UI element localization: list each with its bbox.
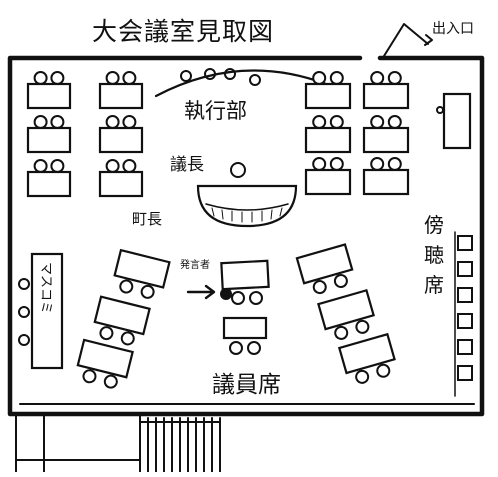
- mayor-label: 町長: [132, 210, 162, 228]
- member-chair: [355, 319, 370, 334]
- seat-desk: [304, 82, 352, 110]
- seat-chair: [105, 115, 120, 129]
- spectator-seat: [457, 287, 473, 303]
- seat-chair: [329, 115, 344, 129]
- seat-desk: [362, 82, 410, 110]
- seat-chair: [370, 115, 385, 129]
- member-desk: [93, 295, 151, 336]
- seat-chair: [33, 71, 48, 85]
- seat-desk: [98, 82, 144, 110]
- front-desk-chairs: [229, 341, 261, 355]
- spectator-seat: [457, 235, 473, 251]
- member-chair: [355, 369, 370, 384]
- executive-arc: [154, 69, 328, 98]
- seat-chair: [50, 71, 65, 85]
- side-table: [442, 92, 472, 150]
- seat-desk: [362, 126, 410, 154]
- member-desk: [337, 332, 396, 375]
- member-chair: [140, 284, 155, 299]
- entrance-door-swing: [383, 23, 429, 57]
- right-desk-group-2: [362, 71, 410, 196]
- speaker-desk: [220, 259, 270, 291]
- press-label: マスコミ: [38, 262, 53, 314]
- spectator-seat: [457, 339, 473, 355]
- seat-chair: [329, 157, 344, 171]
- seat-chair: [105, 159, 120, 173]
- member-chair: [120, 331, 135, 346]
- right-desk-group-1: [304, 71, 352, 196]
- seat-chair: [312, 157, 327, 171]
- seat-chair: [387, 71, 402, 85]
- member-chair: [99, 326, 114, 341]
- executive-seats: [180, 68, 261, 86]
- chair-person-label: 議長: [170, 155, 204, 175]
- seat-chair: [33, 115, 48, 129]
- executive-label: 執行部: [184, 99, 247, 123]
- member-chair: [333, 273, 348, 288]
- seat-desk: [98, 126, 144, 154]
- press-chairs: [18, 278, 30, 346]
- seat-chair: [329, 71, 344, 85]
- members-label: 議員席: [212, 372, 281, 398]
- member-desk: [317, 288, 375, 331]
- members-right-group: [295, 243, 396, 384]
- member-chair: [119, 279, 134, 294]
- seat-desk: [304, 126, 352, 154]
- member-chair: [376, 363, 391, 378]
- seat-chair: [50, 159, 65, 173]
- member-chair: [312, 280, 327, 295]
- seat-chair: [122, 115, 137, 129]
- press-table: [30, 252, 64, 370]
- side-table-chair: [436, 106, 444, 114]
- spectator-seat: [457, 365, 473, 381]
- seat-chair: [312, 71, 327, 85]
- member-desk: [76, 338, 134, 379]
- seat-desk: [26, 82, 72, 110]
- left-desk-group-1: [26, 71, 72, 198]
- chair-podium-hatch: [211, 207, 283, 223]
- spectator-seat: [457, 313, 473, 329]
- seat-chair: [387, 115, 402, 129]
- seat-desk: [98, 170, 144, 198]
- spectator-seat: [457, 261, 473, 277]
- seat-chair: [370, 71, 385, 85]
- seat-chair: [122, 71, 137, 85]
- plan-title: 大会議室見取図: [92, 17, 274, 46]
- members-left-group: [76, 248, 171, 389]
- seat-desk: [26, 170, 72, 198]
- seat-desk: [304, 168, 352, 196]
- seat-chair: [33, 159, 48, 173]
- entrance-label: 出入口: [432, 21, 474, 37]
- seat-chair: [50, 115, 65, 129]
- member-desk: [113, 248, 171, 289]
- front-desk: [222, 316, 268, 340]
- seat-chair: [387, 157, 402, 171]
- room-wall: [7, 55, 485, 417]
- seat-desk: [26, 126, 72, 154]
- member-chair: [82, 369, 97, 384]
- seat-desk: [362, 168, 410, 196]
- left-desk-group-2: [98, 71, 144, 198]
- seat-chair: [370, 157, 385, 171]
- seat-chair: [105, 71, 120, 85]
- member-chair: [103, 374, 118, 389]
- entrance-arrow: [424, 34, 433, 46]
- speaker-arrow: [186, 284, 216, 300]
- speaker-desk-chairs: [231, 291, 263, 305]
- seat-chair: [122, 159, 137, 173]
- member-desk: [295, 243, 354, 285]
- chair-podium-inner: [205, 203, 289, 211]
- speaker-seat: [220, 288, 232, 300]
- stairs: [139, 413, 221, 473]
- spectator-seats: [454, 231, 473, 397]
- spectators-label: 傍聴席: [424, 213, 444, 297]
- seat-chair: [312, 115, 327, 129]
- member-chair: [334, 325, 349, 340]
- chair-seat: [230, 162, 246, 178]
- speaker-note: 発言者: [180, 258, 210, 271]
